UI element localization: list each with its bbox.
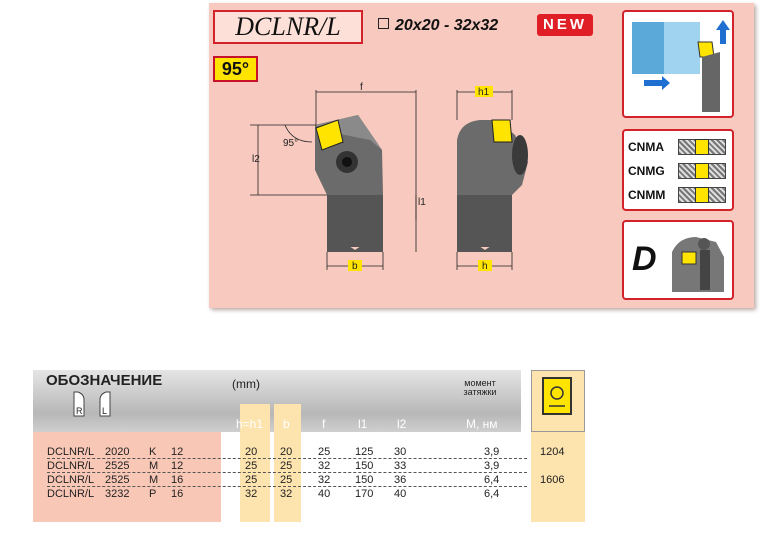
dim-f-label: f xyxy=(360,82,363,93)
dim-h-label: h xyxy=(482,261,488,272)
unit-label: (mm) xyxy=(232,377,260,391)
clamp-icon xyxy=(672,237,724,292)
insert-column-bg xyxy=(531,432,585,522)
insert-label: CNMG xyxy=(628,164,665,178)
b-column-header-bg xyxy=(274,404,301,432)
col-b: b xyxy=(283,417,290,431)
designation-column-bg xyxy=(33,432,221,522)
col-h-h1: h=h1 xyxy=(236,417,264,431)
col-m: M, нм xyxy=(466,417,498,431)
table-row: DCLNR/L 3232 P 16 32 32 40 170 40 6,4 xyxy=(47,488,500,500)
clamp-system-panel xyxy=(622,220,734,300)
angle-label: 95° xyxy=(283,138,298,149)
clamp-type-letter: D xyxy=(632,240,657,278)
table-title: ОБОЗНАЧЕНИЕ xyxy=(46,372,163,389)
col-f: f xyxy=(322,417,326,431)
insert-row-cnmm: CNMM xyxy=(628,183,728,207)
table-row: DCLNR/L 2020 K 12 20 20 25 125 30 3,9 xyxy=(47,446,527,459)
size-range: 20x20 - 32x32 xyxy=(378,17,498,35)
dim-l1-label: l1 xyxy=(418,197,426,208)
dim-b-label: b xyxy=(352,261,358,272)
hand-r-label: R xyxy=(76,406,83,416)
square-icon xyxy=(378,18,389,29)
insert-shape-icon xyxy=(542,377,572,415)
col-l2: l2 xyxy=(397,417,407,431)
col-l1: l1 xyxy=(358,417,368,431)
insert-yellow xyxy=(315,119,344,151)
dim-h1-label: h1 xyxy=(478,87,490,98)
hh-column-bg xyxy=(240,432,270,522)
insert-label: CNMM xyxy=(628,188,666,202)
tool-drawing: 95° f l2 l1 b h1 h xyxy=(250,82,528,272)
insert-ref-1204: 1204 xyxy=(540,446,565,458)
hand-rl-icon: R L xyxy=(73,391,111,417)
insert-row-cnmg: CNMG xyxy=(628,159,728,183)
shank-side xyxy=(457,195,512,247)
insert-icon xyxy=(678,139,726,155)
operation-panel xyxy=(622,10,734,118)
shank-front xyxy=(327,195,383,247)
insert-icon xyxy=(678,187,726,203)
hand-l-label: L xyxy=(102,406,107,416)
insert-types-panel: CNMA CNMG CNMM xyxy=(622,129,734,211)
new-badge: NEW xyxy=(537,14,593,36)
b-column-bg xyxy=(274,432,301,522)
insert-row-cnma: CNMA xyxy=(628,135,728,159)
size-range-text: 20x20 - 32x32 xyxy=(395,17,499,34)
hh-column-header-bg xyxy=(240,404,270,432)
angle-badge: 95° xyxy=(213,56,258,82)
model-title: DCLNR/L xyxy=(213,10,363,44)
table-row: DCLNR/L 2525 M 16 25 25 32 150 36 6,4 xyxy=(47,474,527,487)
table-row: DCLNR/L 2525 M 12 25 25 32 150 33 3,9 xyxy=(47,460,527,473)
insert-icon xyxy=(678,163,726,179)
dim-l2-label: l2 xyxy=(252,154,260,165)
insert-ref-1606: 1606 xyxy=(540,474,565,486)
turning-operation-icon xyxy=(632,20,730,112)
insert-label: CNMA xyxy=(628,140,664,154)
